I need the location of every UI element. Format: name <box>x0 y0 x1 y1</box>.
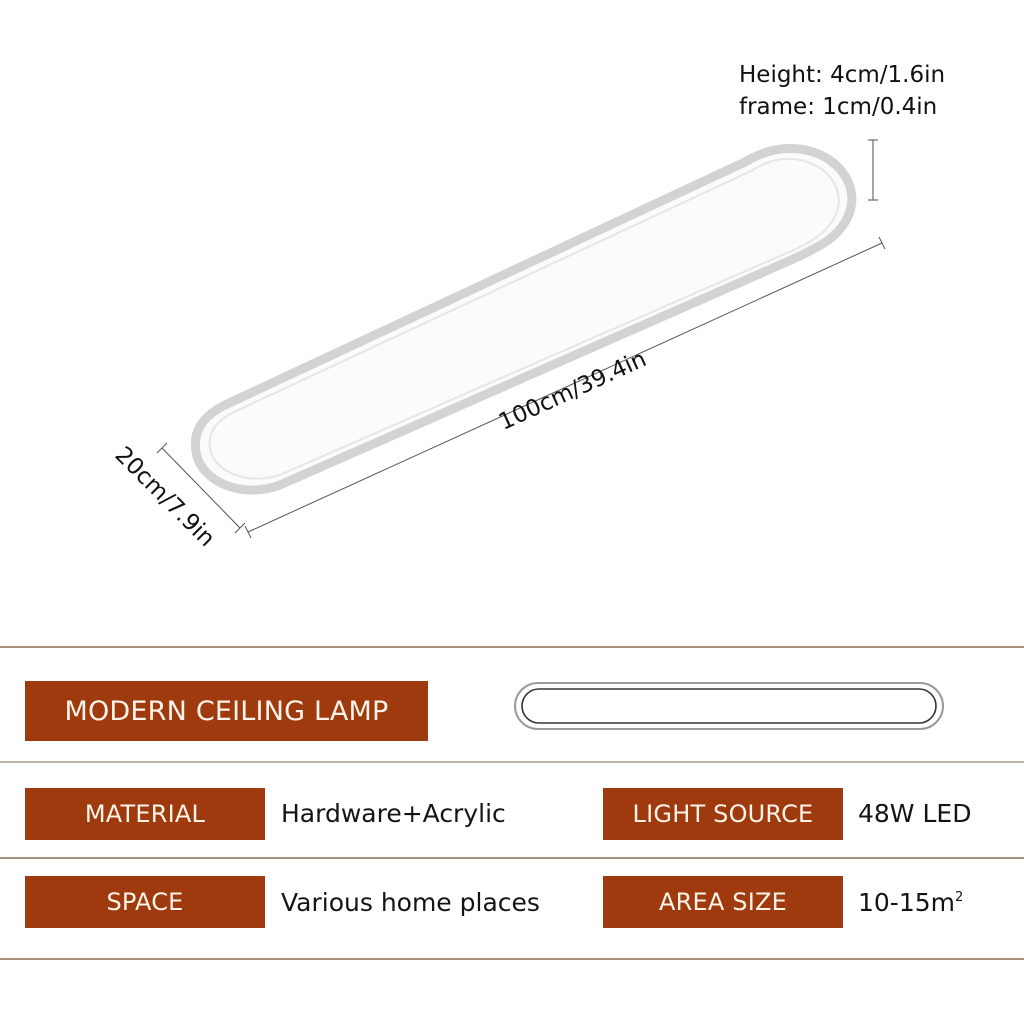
spec-label-area-size: AREA SIZE <box>603 876 843 928</box>
height-dimension-line <box>868 139 878 201</box>
spec-label-text: AREA SIZE <box>658 888 788 916</box>
spec-label-text: SPACE <box>106 888 184 916</box>
height-dimension-label: Height: 4cm/1.6in <box>739 62 946 88</box>
lamp-dimension-diagram <box>156 139 886 539</box>
divider-top <box>0 646 1024 648</box>
spec-label-material: MATERIAL <box>25 788 265 840</box>
product-title: MODERN CEILING LAMP <box>64 695 389 727</box>
spec-label-light-source: LIGHT SOURCE <box>603 788 843 840</box>
spec-label-text: MATERIAL <box>84 800 206 828</box>
length-dimension-line <box>244 236 886 539</box>
spec-value-area-size: 10-15m2 <box>858 888 963 917</box>
area-value-text: 10-15m <box>858 888 955 917</box>
lamp-front-view-icon <box>514 682 944 730</box>
width-dimension-line <box>156 442 246 534</box>
spec-value-light-source: 48W LED <box>858 799 972 828</box>
divider-spec-row-1 <box>0 857 1024 859</box>
spec-value-space: Various home places <box>281 888 540 917</box>
spec-label-space: SPACE <box>25 876 265 928</box>
divider-title <box>0 761 1024 763</box>
product-title-badge: MODERN CEILING LAMP <box>25 681 428 741</box>
ceiling-lamp-illustration <box>190 144 857 495</box>
frame-dimension-label: frame: 1cm/0.4in <box>739 94 938 120</box>
divider-spec-row-2 <box>0 958 1024 960</box>
spec-label-text: LIGHT SOURCE <box>632 800 814 828</box>
spec-value-material: Hardware+Acrylic <box>281 799 506 828</box>
area-unit-superscript: 2 <box>955 890 964 905</box>
